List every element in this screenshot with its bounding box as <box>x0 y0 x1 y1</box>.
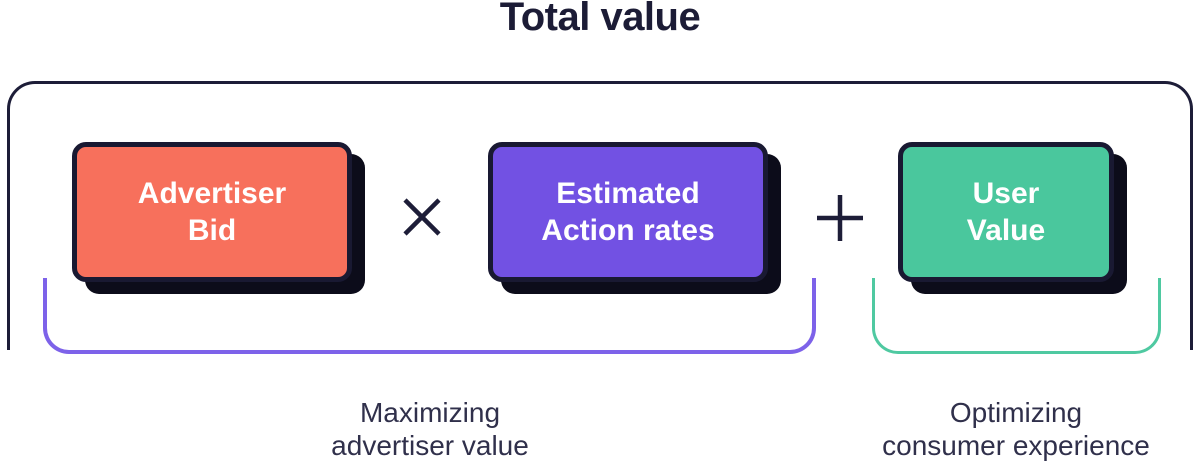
optimizing-consumer-experience-caption: Optimizing consumer experience <box>882 397 1150 461</box>
maximizing-advertiser-value-caption: Maximizing advertiser value <box>331 397 529 461</box>
plus-icon <box>814 192 866 249</box>
user-value-box: User Value <box>898 142 1114 282</box>
consumer-experience-bracket <box>872 278 1161 354</box>
estimated-action-rates-box: Estimated Action rates <box>488 142 768 282</box>
advertiser-value-bracket <box>43 278 816 354</box>
advertiser-bid-box: Advertiser Bid <box>72 142 352 282</box>
multiply-icon <box>400 195 444 244</box>
estimated-action-rates-label: Estimated Action rates <box>541 177 715 247</box>
outer-frame-outline <box>7 81 1193 350</box>
advertiser-bid-label: Advertiser Bid <box>137 177 287 247</box>
diagram-title: Total value <box>499 0 701 39</box>
user-value-label: User Value <box>966 177 1046 247</box>
